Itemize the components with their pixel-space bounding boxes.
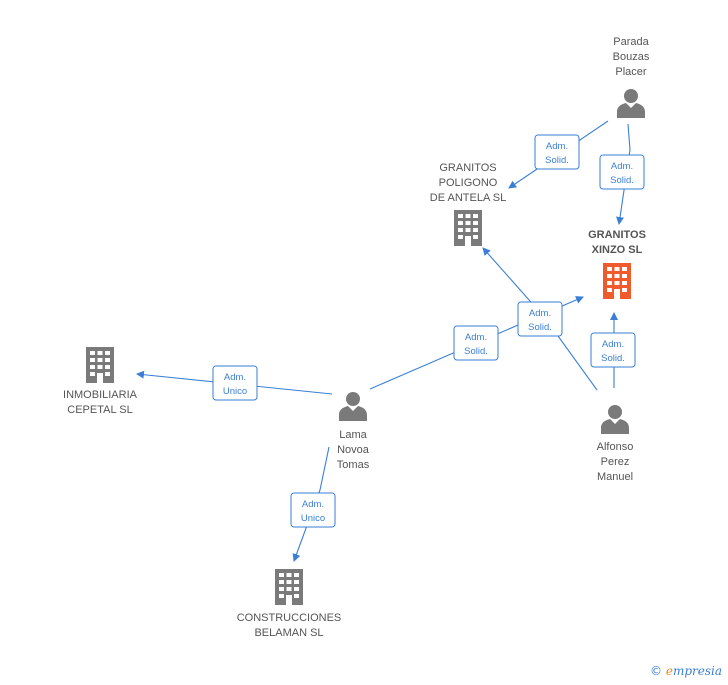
edge-label-box xyxy=(599,154,645,190)
copyright-credit: © empresia xyxy=(650,664,722,678)
edge-label-box xyxy=(212,365,258,401)
edge-label-line: Solid. xyxy=(464,346,488,357)
node-inmobiliaria[interactable]: INMOBILIARIA CEPETAL SL xyxy=(63,347,138,416)
node-label-line: Bouzas xyxy=(613,51,650,63)
edge-label-line: Adm. xyxy=(302,499,324,510)
building-icon xyxy=(454,210,482,246)
edge-label-box xyxy=(290,492,336,528)
node-label-line: CEPETAL SL xyxy=(67,404,132,416)
copyright-symbol: © xyxy=(650,664,662,678)
node-label-line: Tomas xyxy=(337,459,370,471)
edge-label-parada-poligono[interactable]: Adm. Solid. xyxy=(534,134,580,170)
edges-layer xyxy=(136,120,631,562)
node-label-line: BELAMAN SL xyxy=(254,627,323,639)
edge-label-line: Solid. xyxy=(528,322,552,333)
node-label-line: Manuel xyxy=(597,471,633,483)
edge-label-line: Adm. xyxy=(602,339,624,350)
building-icon xyxy=(275,569,303,605)
node-label-line: DE ANTELA SL xyxy=(430,192,506,204)
edge-label-line: Adm. xyxy=(465,332,487,343)
edge-label-line: Solid. xyxy=(601,353,625,364)
edge-label-lama-inmobiliaria[interactable]: Adm. Unico xyxy=(212,365,258,401)
edge-label-line: Solid. xyxy=(545,155,569,166)
edge-label-line: Adm. xyxy=(546,141,568,152)
edge-label-alfonso-poligono[interactable]: Adm. Solid. xyxy=(517,301,563,337)
edge-label-line: Adm. xyxy=(529,308,551,319)
building-icon xyxy=(86,347,114,383)
node-granitos_poligono[interactable]: GRANITOS POLIGONO DE ANTELA SL xyxy=(430,162,506,246)
brand-name: mpresia xyxy=(672,664,722,678)
node-label-line: Perez xyxy=(601,456,630,468)
edge-label-line: Adm. xyxy=(611,161,633,172)
node-label-line: GRANITOS xyxy=(439,162,496,174)
node-label-line: INMOBILIARIA xyxy=(63,389,138,401)
edge-label-line: Unico xyxy=(301,513,325,524)
node-granitos_xinzo[interactable]: GRANITOS XINZO SL xyxy=(588,229,646,299)
edge-label-lama-construcciones[interactable]: Adm. Unico xyxy=(290,492,336,528)
node-label-line: GRANITOS xyxy=(588,229,646,241)
edge-label-alfonso-xinzo[interactable]: Adm. Solid. xyxy=(590,332,636,368)
edge-parada-xinzo xyxy=(616,123,631,225)
edge-label-box xyxy=(517,301,563,337)
edge-label-lama-xinzo[interactable]: Adm. Solid. xyxy=(453,325,499,361)
building-icon xyxy=(603,263,631,299)
edge-label-box xyxy=(534,134,580,170)
brand-initial: e xyxy=(665,664,673,678)
node-label-line: CONSTRUCCIONES xyxy=(237,612,342,624)
edge-label-parada-xinzo[interactable]: Adm. Solid. xyxy=(599,154,645,190)
node-label-line: Parada xyxy=(613,36,649,48)
edge-label-box xyxy=(453,325,499,361)
node-label-line: Lama xyxy=(339,429,367,441)
person-icon xyxy=(617,89,645,118)
edge-label-line: Adm. xyxy=(224,372,246,383)
node-label-line: Placer xyxy=(615,66,647,78)
edge-label-box xyxy=(590,332,636,368)
edge-label-line: Solid. xyxy=(610,175,634,186)
node-label-line: Novoa xyxy=(337,444,370,456)
node-label-line: POLIGONO xyxy=(439,177,498,189)
node-label-line: XINZO SL xyxy=(592,244,643,256)
person-icon xyxy=(601,405,629,434)
edge-label-line: Unico xyxy=(223,386,247,397)
person-icon xyxy=(339,392,367,421)
node-construcciones[interactable]: CONSTRUCCIONES BELAMAN SL xyxy=(237,569,342,639)
badges-layer: Adm.Solid.Adm.Solid.Adm.UnicoAdm.Solid.A… xyxy=(212,134,645,528)
node-label-line: Alfonso xyxy=(597,441,634,453)
edge-lama-construcciones xyxy=(292,446,330,562)
